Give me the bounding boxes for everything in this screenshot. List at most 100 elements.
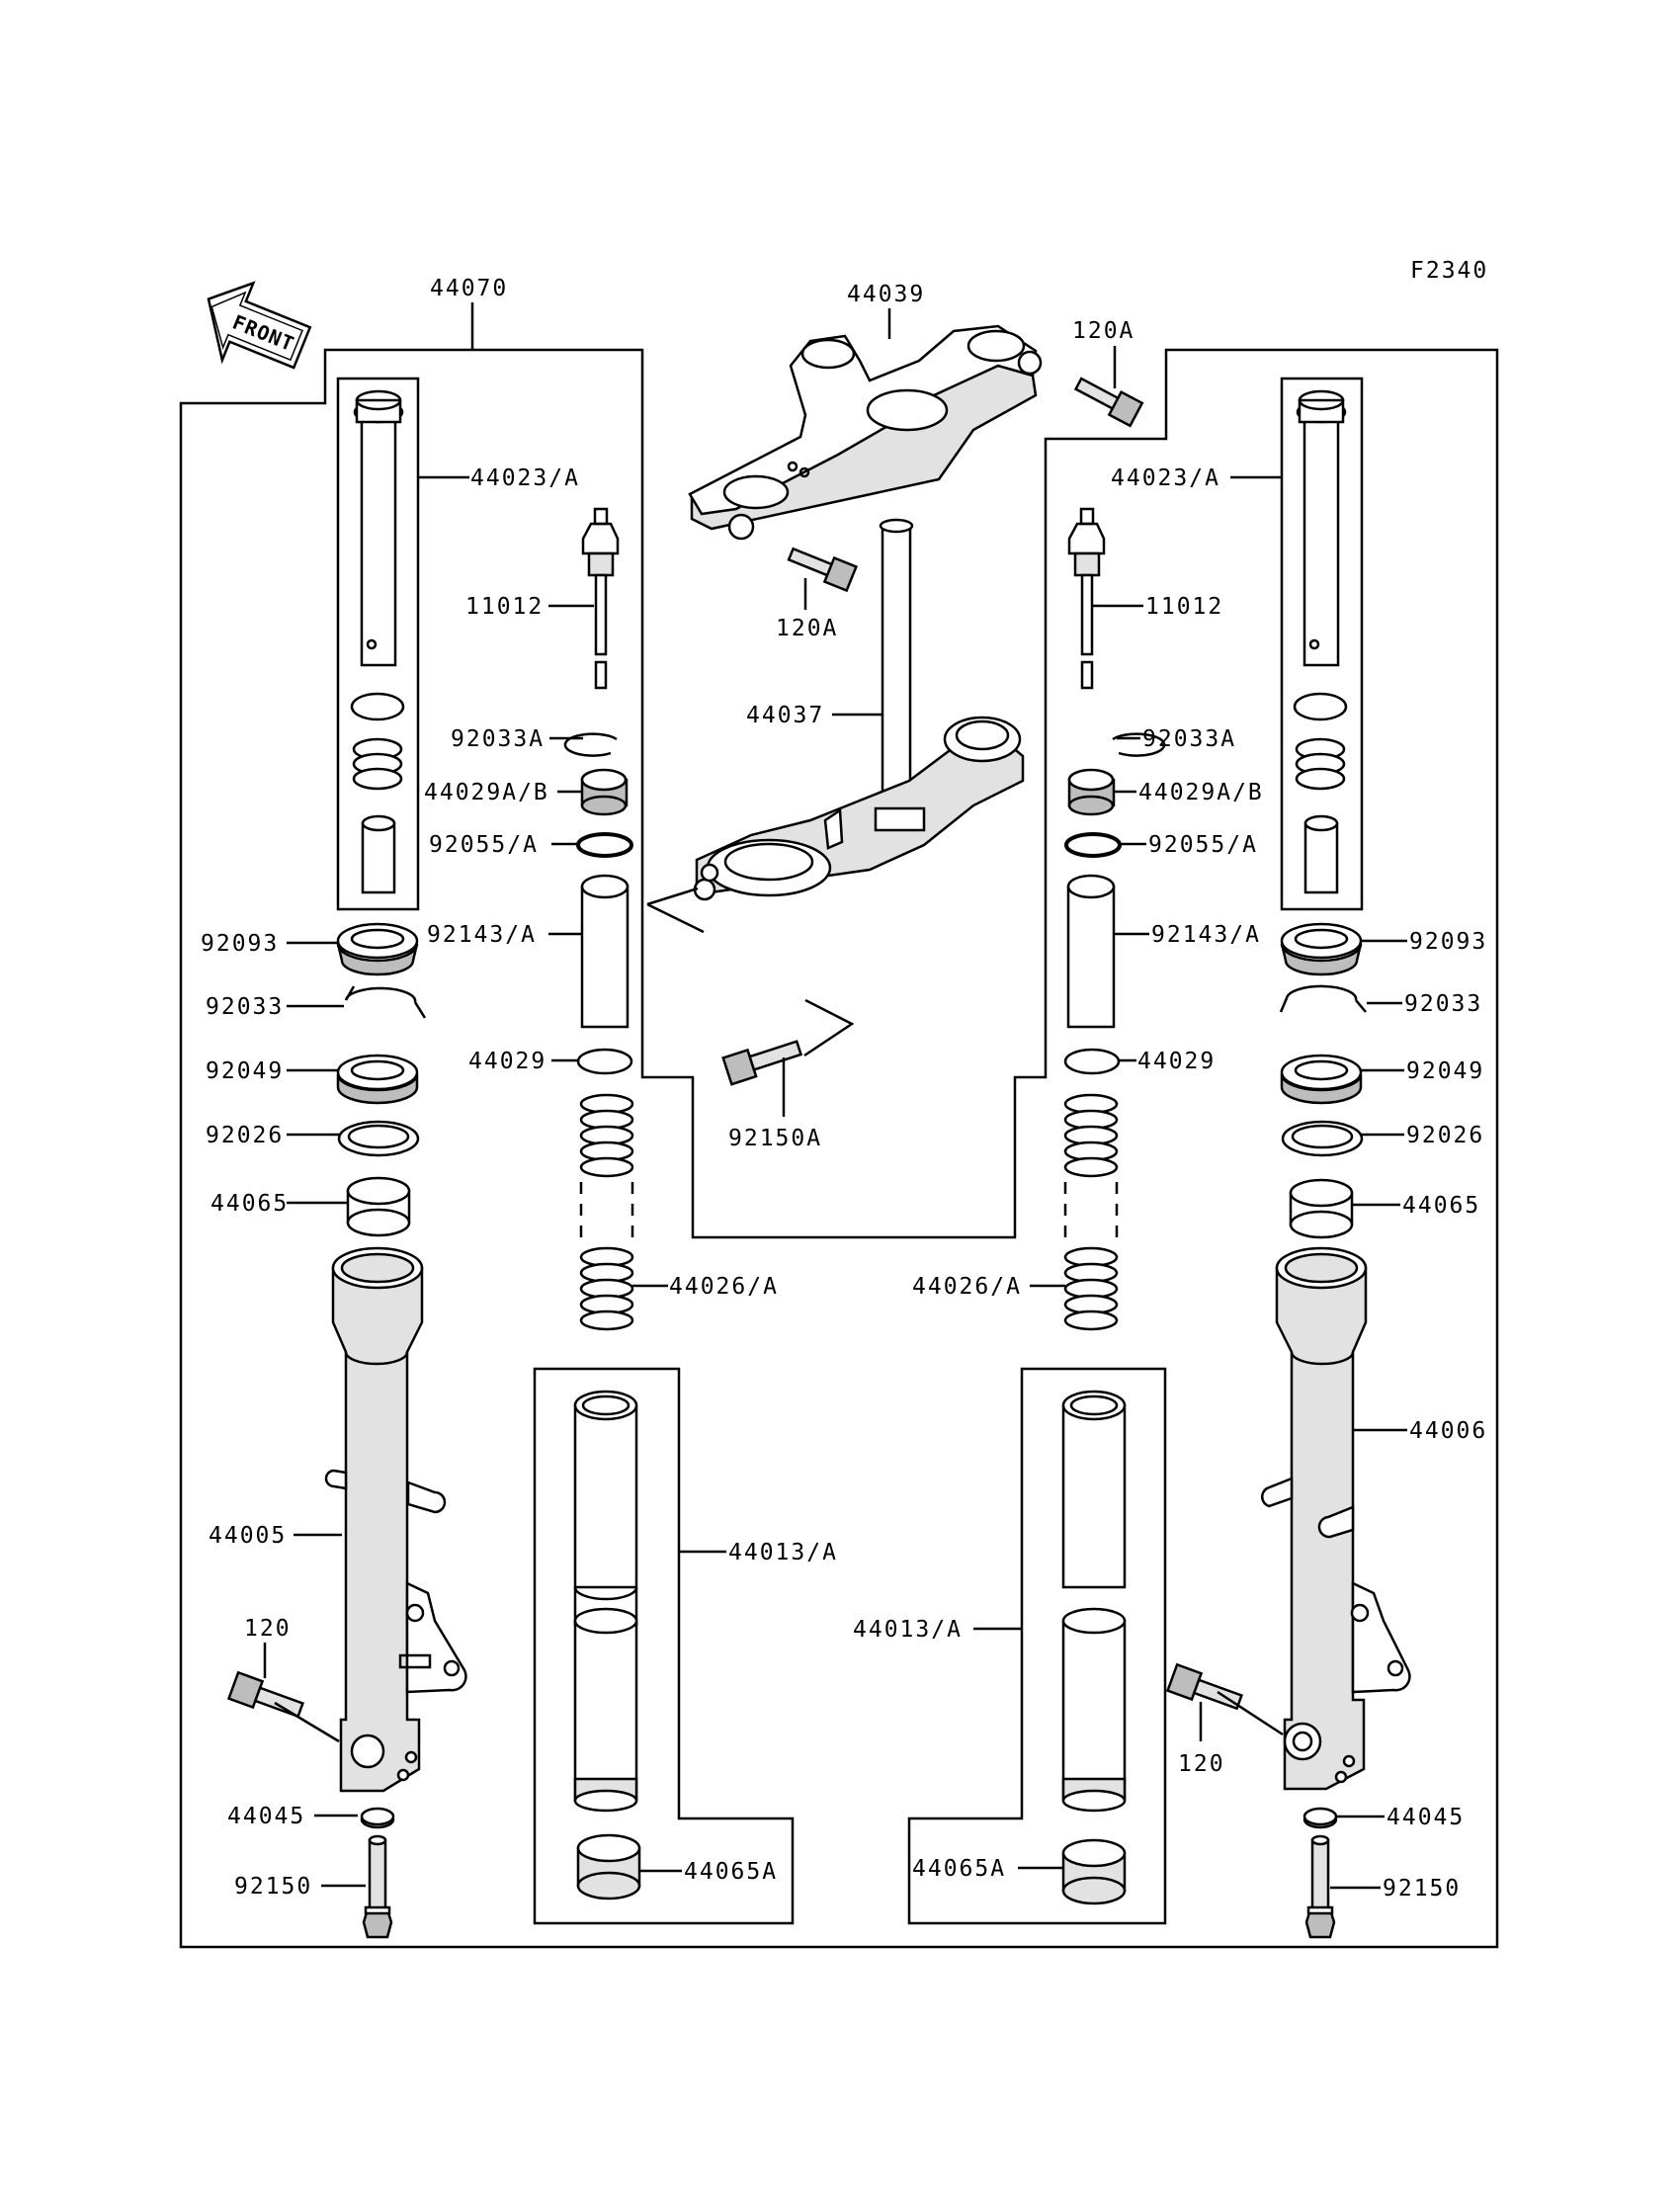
label-right-ring: 92033A xyxy=(1142,726,1236,752)
left-gasket xyxy=(360,1807,395,1829)
label-right-axle-bolt: 120 xyxy=(1178,1751,1225,1777)
left-seal-washer xyxy=(337,1120,420,1157)
upper-bracket-bolt-top xyxy=(1073,377,1144,428)
right-spacer-pipe xyxy=(1066,874,1116,1029)
label-left-valve: 11012 xyxy=(465,594,544,620)
label-left-guide: 44065 xyxy=(210,1191,289,1217)
label-left-washer: 44029 xyxy=(468,1049,546,1074)
left-cylinder-bottom-piece xyxy=(361,814,396,894)
label-right-oring: 92055/A xyxy=(1148,832,1258,858)
label-right-gasket: 44045 xyxy=(1386,1805,1465,1830)
label-right-guide: 44065 xyxy=(1402,1193,1480,1219)
right-circlip xyxy=(1279,984,1367,1013)
right-damper-rod xyxy=(1067,507,1106,690)
left-damper-rod xyxy=(581,507,620,690)
right-dust-seal xyxy=(1280,922,1363,976)
label-left-inner-tube: 44013/A xyxy=(728,1540,838,1565)
label-left-oil-seal: 92049 xyxy=(206,1058,284,1084)
label-upper-bolt-top: 120A xyxy=(1072,318,1134,344)
label-right-circlip: 92033 xyxy=(1404,991,1482,1017)
label-left-circlip: 92033 xyxy=(206,994,284,1020)
label-left-inner-guide: 44065A xyxy=(684,1859,778,1885)
right-axle-clamp-bolt xyxy=(1165,1662,1243,1711)
left-outer-tube xyxy=(324,1246,467,1793)
left-oil-seal xyxy=(336,1054,419,1105)
label-upper-bracket: 44039 xyxy=(847,282,925,307)
left-damper-cylinder xyxy=(353,389,404,667)
left-axle-clamp-bolt xyxy=(226,1670,304,1719)
label-right-oil-seal: 92049 xyxy=(1406,1058,1484,1084)
right-cylinder-spring xyxy=(1295,737,1346,791)
label-left-dust-seal: 92093 xyxy=(201,931,279,957)
left-cylinder-ring xyxy=(350,692,405,721)
right-oil-seal xyxy=(1280,1054,1363,1105)
front-arrow-icon: FRONT xyxy=(207,281,312,370)
right-gasket xyxy=(1302,1807,1338,1829)
right-piston xyxy=(1067,768,1116,816)
label-right-cylinder: 44023/A xyxy=(1111,465,1220,491)
right-spring-washer xyxy=(1063,1048,1121,1075)
upper-bracket-bolt-bottom xyxy=(787,547,859,593)
label-right-inner-tube: 44013/A xyxy=(853,1617,963,1643)
right-cylinder-box xyxy=(1280,377,1364,911)
label-right-inner-guide: 44065A xyxy=(912,1856,1006,1882)
right-piston-ring xyxy=(1112,732,1166,757)
left-inner-guide-bush xyxy=(576,1833,641,1901)
label-left-axle-bolt: 120 xyxy=(244,1616,292,1642)
right-inner-guide-bush xyxy=(1061,1838,1127,1905)
label-upper-bolt-bottom: 120A xyxy=(776,616,838,641)
label-left-pipe: 92143/A xyxy=(427,922,537,948)
right-outer-tube xyxy=(1260,1246,1411,1791)
label-right-piston: 44029A/B xyxy=(1138,780,1264,805)
steering-stem-lower-clamp xyxy=(646,518,1025,934)
label-left-gasket: 44045 xyxy=(227,1804,305,1829)
right-fork-spring xyxy=(1063,1093,1119,1331)
fork-assembly-outline xyxy=(179,348,1499,1949)
left-piston-ring xyxy=(563,732,618,757)
label-left-bottom-bolt: 92150 xyxy=(234,1874,312,1900)
label-stem-bolt: 92150A xyxy=(728,1126,822,1151)
label-right-outer-tube: 44006 xyxy=(1409,1418,1487,1444)
label-right-washer2: 92026 xyxy=(1406,1123,1484,1148)
left-inner-tube xyxy=(573,1390,638,1813)
left-cylinder-box xyxy=(336,377,420,911)
right-bottom-bolt xyxy=(1304,1834,1336,1939)
right-inner-tube xyxy=(1061,1390,1127,1813)
left-spacer-pipe xyxy=(580,874,630,1029)
left-piston xyxy=(580,768,629,816)
label-left-outer-tube: 44005 xyxy=(209,1523,287,1549)
label-left-oring: 92055/A xyxy=(429,832,539,858)
left-inner-tube-box xyxy=(533,1367,795,1925)
label-right-valve: 11012 xyxy=(1145,594,1223,620)
right-seal-washer xyxy=(1281,1120,1364,1157)
label-fork-assembly: 44070 xyxy=(430,276,508,301)
label-right-washer: 44029 xyxy=(1137,1049,1216,1074)
label-right-spring: 44026/A xyxy=(912,1274,1022,1300)
figure-code: F2340 xyxy=(1410,258,1488,284)
label-stem-bracket: 44037 xyxy=(746,703,824,728)
left-fork-spring xyxy=(579,1093,634,1331)
left-circlip xyxy=(344,985,427,1019)
label-right-bottom-bolt: 92150 xyxy=(1383,1876,1461,1901)
right-damper-cylinder xyxy=(1296,389,1347,667)
label-right-dust-seal: 92093 xyxy=(1409,929,1487,955)
label-left-piston: 44029A/B xyxy=(424,780,549,805)
left-spring-washer xyxy=(576,1048,633,1075)
left-dust-seal xyxy=(336,922,419,976)
left-slide-guide xyxy=(346,1176,411,1237)
left-cylinder-spring xyxy=(352,737,403,791)
label-left-cylinder: 44023/A xyxy=(470,465,580,491)
label-left-spring: 44026/A xyxy=(669,1274,779,1300)
left-bottom-bolt xyxy=(362,1834,393,1939)
right-cylinder-ring xyxy=(1293,692,1348,721)
right-slide-guide xyxy=(1289,1178,1354,1239)
label-left-washer2: 92026 xyxy=(206,1123,284,1148)
right-cylinder-bottom-piece xyxy=(1303,814,1339,894)
right-oring xyxy=(1064,832,1122,858)
label-left-ring: 92033A xyxy=(451,726,545,752)
label-right-pipe: 92143/A xyxy=(1151,922,1261,948)
left-oring xyxy=(576,832,633,858)
upper-triple-clamp xyxy=(688,324,1043,541)
right-inner-tube-box xyxy=(907,1367,1167,1925)
